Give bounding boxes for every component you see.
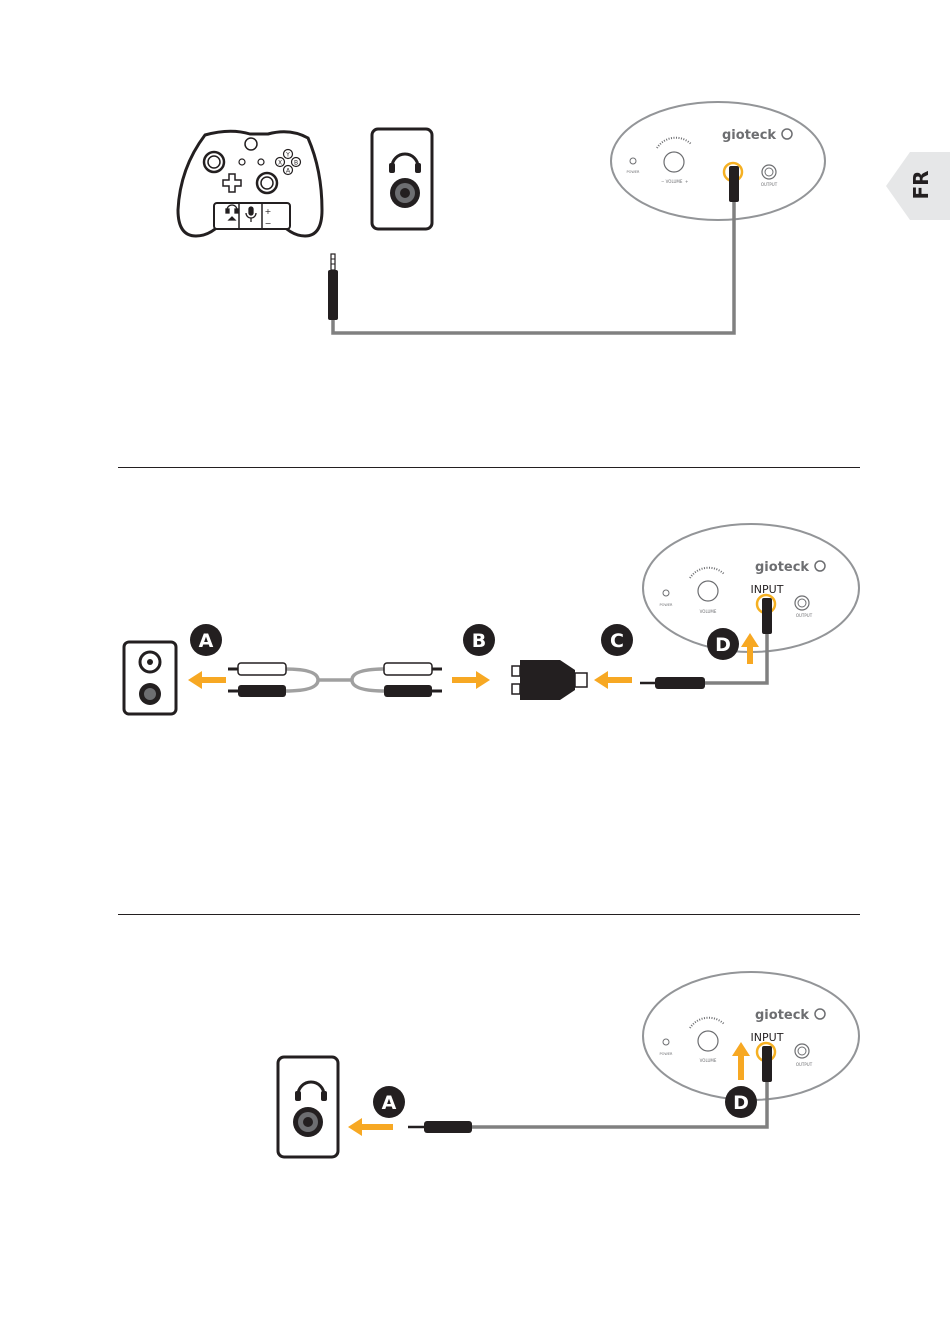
volume-knob-3[interactable]	[698, 1031, 718, 1051]
plug-right	[729, 166, 739, 202]
section-3-headset-setup: gioteck POWER VOLUME INPUT OUTPUT A	[278, 972, 859, 1157]
rca-plug-white-right	[384, 663, 432, 675]
arrow-left-a-3	[348, 1118, 393, 1136]
arrow-right-b	[452, 671, 490, 689]
rca-port	[124, 642, 176, 714]
section-2-rca-setup: gioteck POWER VOLUME INPUT OUTPUT A	[124, 524, 859, 714]
controller-button-y-label: Y	[285, 152, 290, 159]
step-markers-2: A B C D	[190, 624, 739, 660]
power-label: POWER	[627, 170, 641, 174]
rca-cable	[228, 663, 442, 697]
output-jack-2	[795, 596, 809, 610]
step-a-label-3: A	[382, 1092, 397, 1114]
controller-button-x-label: X	[278, 160, 282, 167]
controller-plus-label: +	[265, 207, 272, 216]
rca-plug-black-left	[238, 685, 286, 697]
volume-knob[interactable]	[664, 152, 684, 172]
svg-text:−: −	[661, 179, 664, 184]
volume-label: VOLUME	[666, 179, 683, 184]
power-label-3: POWER	[660, 1052, 674, 1056]
game-controller	[178, 131, 322, 236]
output-label-2: OUTPUT	[796, 613, 813, 618]
plug-left	[328, 270, 338, 320]
controller-button-b-label: B	[294, 160, 298, 167]
brand-logo-3: gioteck	[755, 1008, 809, 1023]
section-1-controller-setup: Y B X A + − gioteck POW	[178, 102, 825, 333]
output-label: OUTPUT	[761, 182, 778, 187]
arrow-left-a	[188, 671, 226, 689]
brand-logo: gioteck	[722, 128, 776, 143]
volume-label-2: VOLUME	[700, 609, 717, 614]
headset-port-2	[278, 1057, 338, 1157]
step-a-label: A	[199, 630, 214, 652]
gioteck-device-2: gioteck POWER VOLUME INPUT OUTPUT	[643, 524, 859, 652]
arrow-left-c	[594, 671, 632, 689]
volume-label-3: VOLUME	[700, 1058, 717, 1063]
output-label-3: OUTPUT	[796, 1062, 813, 1067]
volume-knob-2[interactable]	[698, 581, 718, 601]
output-jack-3	[795, 1044, 809, 1058]
rca-adapter	[512, 660, 587, 700]
gioteck-device-1: gioteck POWER VOLUME − + OUTPUT	[611, 102, 825, 220]
power-label-2: POWER	[660, 603, 674, 607]
step-b-label: B	[472, 630, 486, 652]
gioteck-device-3: gioteck POWER VOLUME INPUT OUTPUT	[643, 972, 859, 1100]
step-d-label-3: D	[733, 1092, 749, 1114]
rca-plug-black-right	[384, 685, 432, 697]
step-c-label: C	[610, 630, 624, 652]
controller-minus-label: −	[265, 219, 272, 228]
step-d-label: D	[715, 634, 731, 656]
svg-text:+: +	[685, 179, 688, 184]
brand-logo-2: gioteck	[755, 560, 809, 575]
headset-port	[372, 129, 432, 229]
output-jack	[762, 165, 776, 179]
rca-plug-white-left	[238, 663, 286, 675]
